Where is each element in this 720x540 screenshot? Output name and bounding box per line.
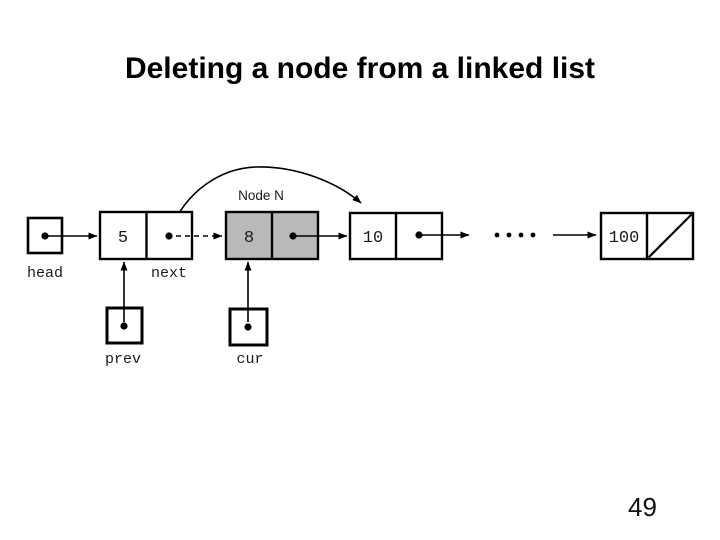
null-pointer-diagonal — [647, 213, 693, 259]
page-number: 49 — [628, 492, 657, 522]
prev-label: prev — [105, 351, 141, 368]
node-8-value: 8 — [244, 229, 254, 248]
node-10-pointer-dot — [415, 231, 423, 239]
page-title: Deleting a node from a linked list — [124, 52, 596, 85]
node-8-pointer-dot — [289, 232, 297, 240]
head-label: head — [27, 265, 63, 282]
node-5-pointer-dot — [165, 232, 173, 240]
head-pointer-dot — [41, 232, 49, 240]
ellipsis-dots — [494, 232, 536, 238]
node-10-value: 10 — [363, 229, 383, 248]
node-100-value: 100 — [609, 229, 640, 248]
prev-pointer-dot — [120, 322, 128, 330]
node-5-value: 5 — [118, 229, 128, 248]
cur-label: cur — [236, 351, 263, 368]
next-label: next — [151, 265, 187, 282]
cur-pointer-dot — [244, 323, 252, 331]
node-n-label: Node N — [238, 188, 284, 203]
bypass-arrow — [170, 166, 362, 230]
